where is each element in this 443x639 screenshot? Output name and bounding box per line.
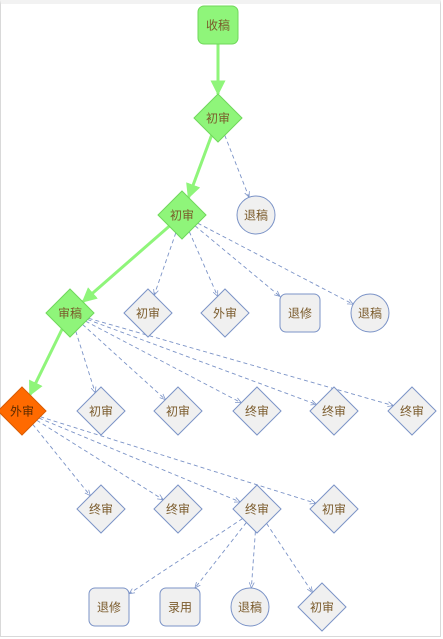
node-n18-diamond[interactable] xyxy=(309,484,359,534)
nodes-layer xyxy=(0,5,437,632)
edge-n17-n19 xyxy=(129,518,243,594)
node-n7-rounded[interactable] xyxy=(279,293,321,333)
node-n20-rounded[interactable] xyxy=(159,587,201,627)
edge-n9-n17 xyxy=(38,417,240,502)
node-n9-diamond[interactable] xyxy=(0,386,47,436)
node-n12-diamond[interactable] xyxy=(232,386,282,436)
edge-n17-n22 xyxy=(266,523,313,592)
node-n4-diamond[interactable] xyxy=(45,288,95,338)
edge-n1-n3 xyxy=(186,134,213,199)
edges-layer xyxy=(28,44,394,594)
node-n22-diamond[interactable] xyxy=(297,582,347,632)
edge-n4-n13 xyxy=(87,319,317,404)
edge-n3-n4 xyxy=(81,225,171,303)
edge-n4-n12 xyxy=(85,320,242,402)
edge-n4-n14 xyxy=(88,317,394,405)
edge-n3-n6 xyxy=(188,231,219,297)
edge-n9-n15 xyxy=(32,424,91,495)
edge-n1-n2 xyxy=(224,135,249,197)
edge-n3-n7 xyxy=(194,225,280,297)
edge-n9-n16 xyxy=(36,419,164,499)
node-n6-diamond[interactable] xyxy=(200,288,250,338)
edge-n3-n8 xyxy=(197,222,353,304)
node-n16-diamond[interactable] xyxy=(153,484,203,534)
edge-n17-n21 xyxy=(251,531,256,588)
edge-n4-n9 xyxy=(28,328,64,397)
node-n8-circle[interactable] xyxy=(350,293,390,333)
node-n21-circle[interactable] xyxy=(230,587,270,627)
node-n10-diamond[interactable] xyxy=(76,386,126,436)
edge-n3-n5 xyxy=(154,232,177,295)
node-n14-diamond[interactable] xyxy=(387,386,437,436)
node-n17-diamond[interactable] xyxy=(232,484,282,534)
node-n11-diamond[interactable] xyxy=(153,386,203,436)
node-n15-diamond[interactable] xyxy=(76,484,126,534)
node-n19-rounded[interactable] xyxy=(88,587,130,627)
edge-n17-n20 xyxy=(195,522,247,588)
node-n2-circle[interactable] xyxy=(236,195,276,235)
node-n5-diamond[interactable] xyxy=(123,288,173,338)
node-n13-diamond[interactable] xyxy=(309,386,359,436)
edge-n4-n11 xyxy=(82,324,166,399)
node-n1-diamond[interactable] xyxy=(193,93,243,143)
edge-n4-n10 xyxy=(75,331,95,393)
edge-n9-n18 xyxy=(40,416,315,504)
node-n3-diamond[interactable] xyxy=(157,190,207,240)
node-n0-rounded[interactable] xyxy=(197,5,239,45)
